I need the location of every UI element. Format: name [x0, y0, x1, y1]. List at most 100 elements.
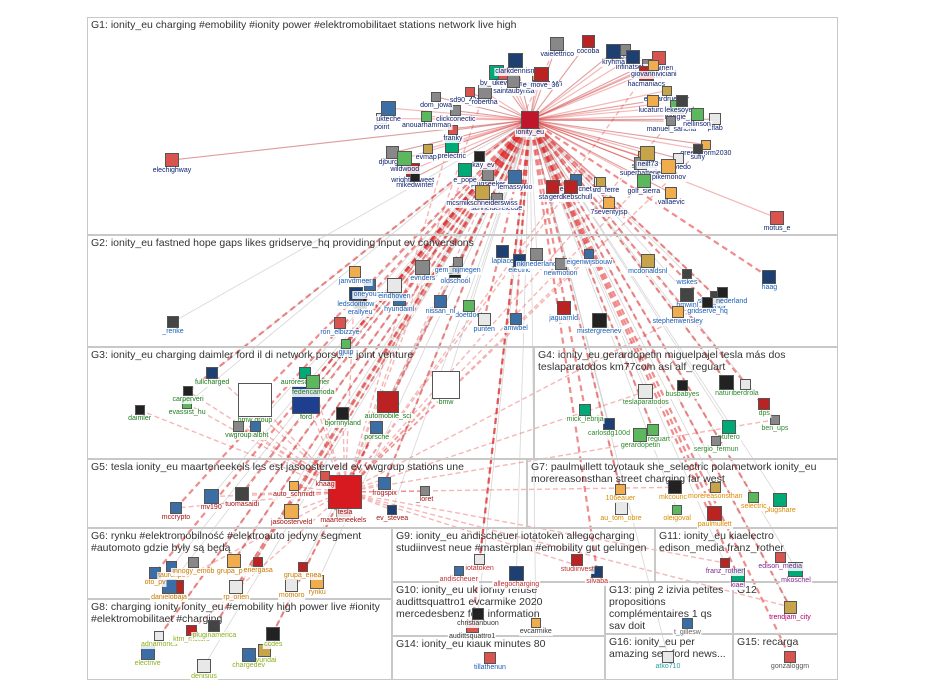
node-bmwinl[interactable]: bmwinl	[675, 287, 700, 310]
node-clarkdennism[interactable]: clarkdennism	[494, 53, 538, 77]
node-teslaparatodos[interactable]: teslaparatodos	[621, 383, 670, 407]
node-mccrypto[interactable]: mccrypto	[160, 502, 192, 522]
node-lucaturco[interactable]: lucaturco	[637, 94, 668, 115]
node-janvdmeer[interactable]: janvdmeer	[337, 266, 373, 287]
node--renke[interactable]: _renke	[161, 316, 185, 336]
node-ukteche[interactable]: ukteche	[375, 100, 402, 124]
node-edison-media[interactable]: edison_media	[757, 552, 803, 572]
node-adnamories[interactable]: adnamories	[140, 631, 179, 650]
node-wiskes[interactable]: wiskes	[675, 268, 699, 287]
node-gerardopetin[interactable]: gerardopetin	[619, 427, 662, 450]
node-elechighway[interactable]: elechighway	[151, 153, 193, 175]
node-bmw[interactable]: bmw	[432, 371, 460, 407]
node-106eauer[interactable]: 106eauer	[604, 484, 637, 504]
node-khaag[interactable]: khaag	[314, 471, 336, 490]
node-djburges[interactable]: djburges	[377, 146, 407, 168]
node-pluginamerica[interactable]: pluginamerica	[191, 619, 238, 640]
node-gjuip[interactable]: gjuip	[337, 339, 355, 357]
node-clickconectic[interactable]: clickconectic	[435, 105, 477, 125]
node-lemassykio[interactable]: lemassykio	[496, 170, 534, 193]
node-frogspix[interactable]: frogspix	[371, 476, 398, 498]
node-vaielettrico[interactable]: vaielettrico	[539, 36, 576, 59]
node-shell-nederland[interactable]: shell_nederland	[696, 286, 749, 306]
node-ionity-eu[interactable]: ionity_eu	[514, 111, 546, 137]
node-dom-jowa[interactable]: dom_jowa	[419, 91, 454, 110]
node-saintaubynsa[interactable]: saintaubynsa	[492, 75, 536, 97]
node-sergio-fermun[interactable]: sergio_fermun	[692, 435, 740, 454]
node-tuomasaidi[interactable]: tuomasaidi	[224, 486, 261, 509]
node-eekay-ev[interactable]: eekay_ev	[463, 150, 496, 170]
node-motus-e[interactable]: motus_e	[762, 211, 792, 233]
node-franz-rother[interactable]: franz_rother	[704, 557, 745, 576]
node-rp-orlen[interactable]: rp_orlen	[222, 579, 251, 602]
node-energasa[interactable]: energasa	[242, 556, 274, 575]
node-jcoviedo[interactable]: jcoviedo	[664, 152, 692, 172]
node-studiinvest[interactable]: studiinvest	[559, 554, 595, 575]
node-gem-nijmegen[interactable]: gem_nijmegen	[433, 256, 482, 275]
node-ccdes[interactable]: ccdes	[263, 627, 284, 650]
node-franky[interactable]: franky	[442, 125, 464, 144]
node-jaguarnld[interactable]: jaguarnld	[548, 301, 579, 324]
node-momoro[interactable]: momoro	[277, 578, 306, 600]
node-grupa-enea[interactable]: grupa_enea	[282, 562, 323, 581]
node-kunalbht[interactable]: kunalbht	[240, 421, 270, 441]
node-mcsmikschneiderswiss[interactable]: mcsmikschneiderswiss	[445, 185, 519, 209]
node-allegocharging[interactable]: allegocharging	[492, 565, 541, 589]
node-mcdonaldsnl[interactable]: mcdonaldsnl	[627, 253, 669, 276]
node-mick-lebrija[interactable]: mick_lebrija	[565, 403, 605, 424]
node-plugshare[interactable]: plugshare	[763, 493, 797, 516]
node-tillathenun[interactable]: tillathenun	[473, 652, 507, 672]
node-porsche[interactable]: porsche	[363, 421, 391, 443]
node-carlosdg100d[interactable]: carlosdg100d	[586, 418, 631, 439]
node-pflab[interactable]: pflab	[706, 113, 724, 134]
node-evmaps[interactable]: evmaps	[414, 143, 442, 162]
node-sufiy[interactable]: sufiy	[689, 143, 706, 162]
node-iotatoken[interactable]: iotatoken	[464, 554, 495, 574]
node-t-gillesw[interactable]: t_gillesw	[672, 617, 702, 637]
node-cocoba[interactable]: cocoba	[575, 35, 601, 57]
node-laplace[interactable]: laplace	[490, 244, 515, 266]
node-gridserve-hq[interactable]: gridserve_hq	[686, 297, 729, 317]
node-bjornnyland[interactable]: bjornnyland	[323, 406, 362, 428]
node-ev-stevea[interactable]: ev_stevea	[375, 504, 410, 523]
node-amwbel[interactable]: amwbel	[502, 312, 529, 333]
node-lekesoyebo[interactable]: lekesoyebo	[663, 94, 702, 115]
node-grupa-pge[interactable]: grupa_pge	[215, 554, 252, 577]
node-atko710[interactable]: atko710	[654, 651, 682, 671]
node-punten[interactable]: punten	[472, 312, 496, 334]
node-daimler[interactable]: daimler	[127, 405, 153, 424]
node-chargedev[interactable]: chargedev	[231, 648, 266, 671]
node-plugseeker[interactable]: plugseeker	[470, 168, 507, 189]
node-pikemonov[interactable]: pikemonov	[650, 158, 687, 182]
node-auto-schmidt[interactable]: auto_schmidt	[271, 481, 316, 500]
node-ktm-motors[interactable]: ktm_motors	[172, 624, 211, 644]
node-dps[interactable]: dps	[757, 398, 771, 419]
node-selectric[interactable]: selectric	[739, 492, 768, 512]
node-vallaevic[interactable]: vallaevic	[656, 187, 686, 208]
node-carperveri[interactable]: carperveri	[171, 386, 205, 405]
node-busbabyes[interactable]: busbabyes	[664, 379, 701, 399]
node-iberdrola[interactable]: iberdrola	[730, 379, 760, 399]
node-eigenwijsbouw[interactable]: eigenwijsbouw	[565, 248, 614, 267]
node-gonzaloggm[interactable]: gonzaloggm	[769, 651, 811, 671]
node-denisius[interactable]: denisius	[190, 659, 218, 682]
node-nissan-nl[interactable]: nissan_nl	[424, 294, 457, 316]
node-tesla[interactable]: tesla	[328, 475, 362, 517]
node-7seventyjsp[interactable]: 7seventyjsp	[589, 196, 629, 217]
node-giovanniviciani[interactable]: giovanniviciani	[630, 60, 678, 80]
node-christianbuon[interactable]: christianbuon	[456, 607, 500, 628]
node-innogy-emob[interactable]: innogy_emob	[171, 557, 216, 577]
node-trendjam-city[interactable]: trendjam_city	[768, 600, 812, 622]
node-manuel-sancha[interactable]: manuel_sancha	[645, 116, 698, 135]
node-haag[interactable]: haag	[760, 270, 779, 293]
node-morereasonsthan[interactable]: morereasonsthan	[687, 481, 744, 501]
node-e-pope[interactable]: e_pope	[452, 162, 478, 185]
node-andischeuer[interactable]: andischeuer	[438, 565, 479, 584]
node-evnders[interactable]: evnders	[409, 260, 437, 284]
node-sd90-43mac[interactable]: sd90_43mac	[448, 87, 491, 106]
node-e-move-36[interactable]: e_move_36	[521, 66, 561, 90]
node-jasoosterveld[interactable]: jasoosterveld	[269, 504, 314, 528]
node-automobile-sci[interactable]: automobile_sci	[363, 391, 413, 421]
node-alf-reguart[interactable]: alf_reguart	[635, 423, 671, 444]
node-ricard-ferre[interactable]: ricard_ferre	[582, 177, 621, 196]
